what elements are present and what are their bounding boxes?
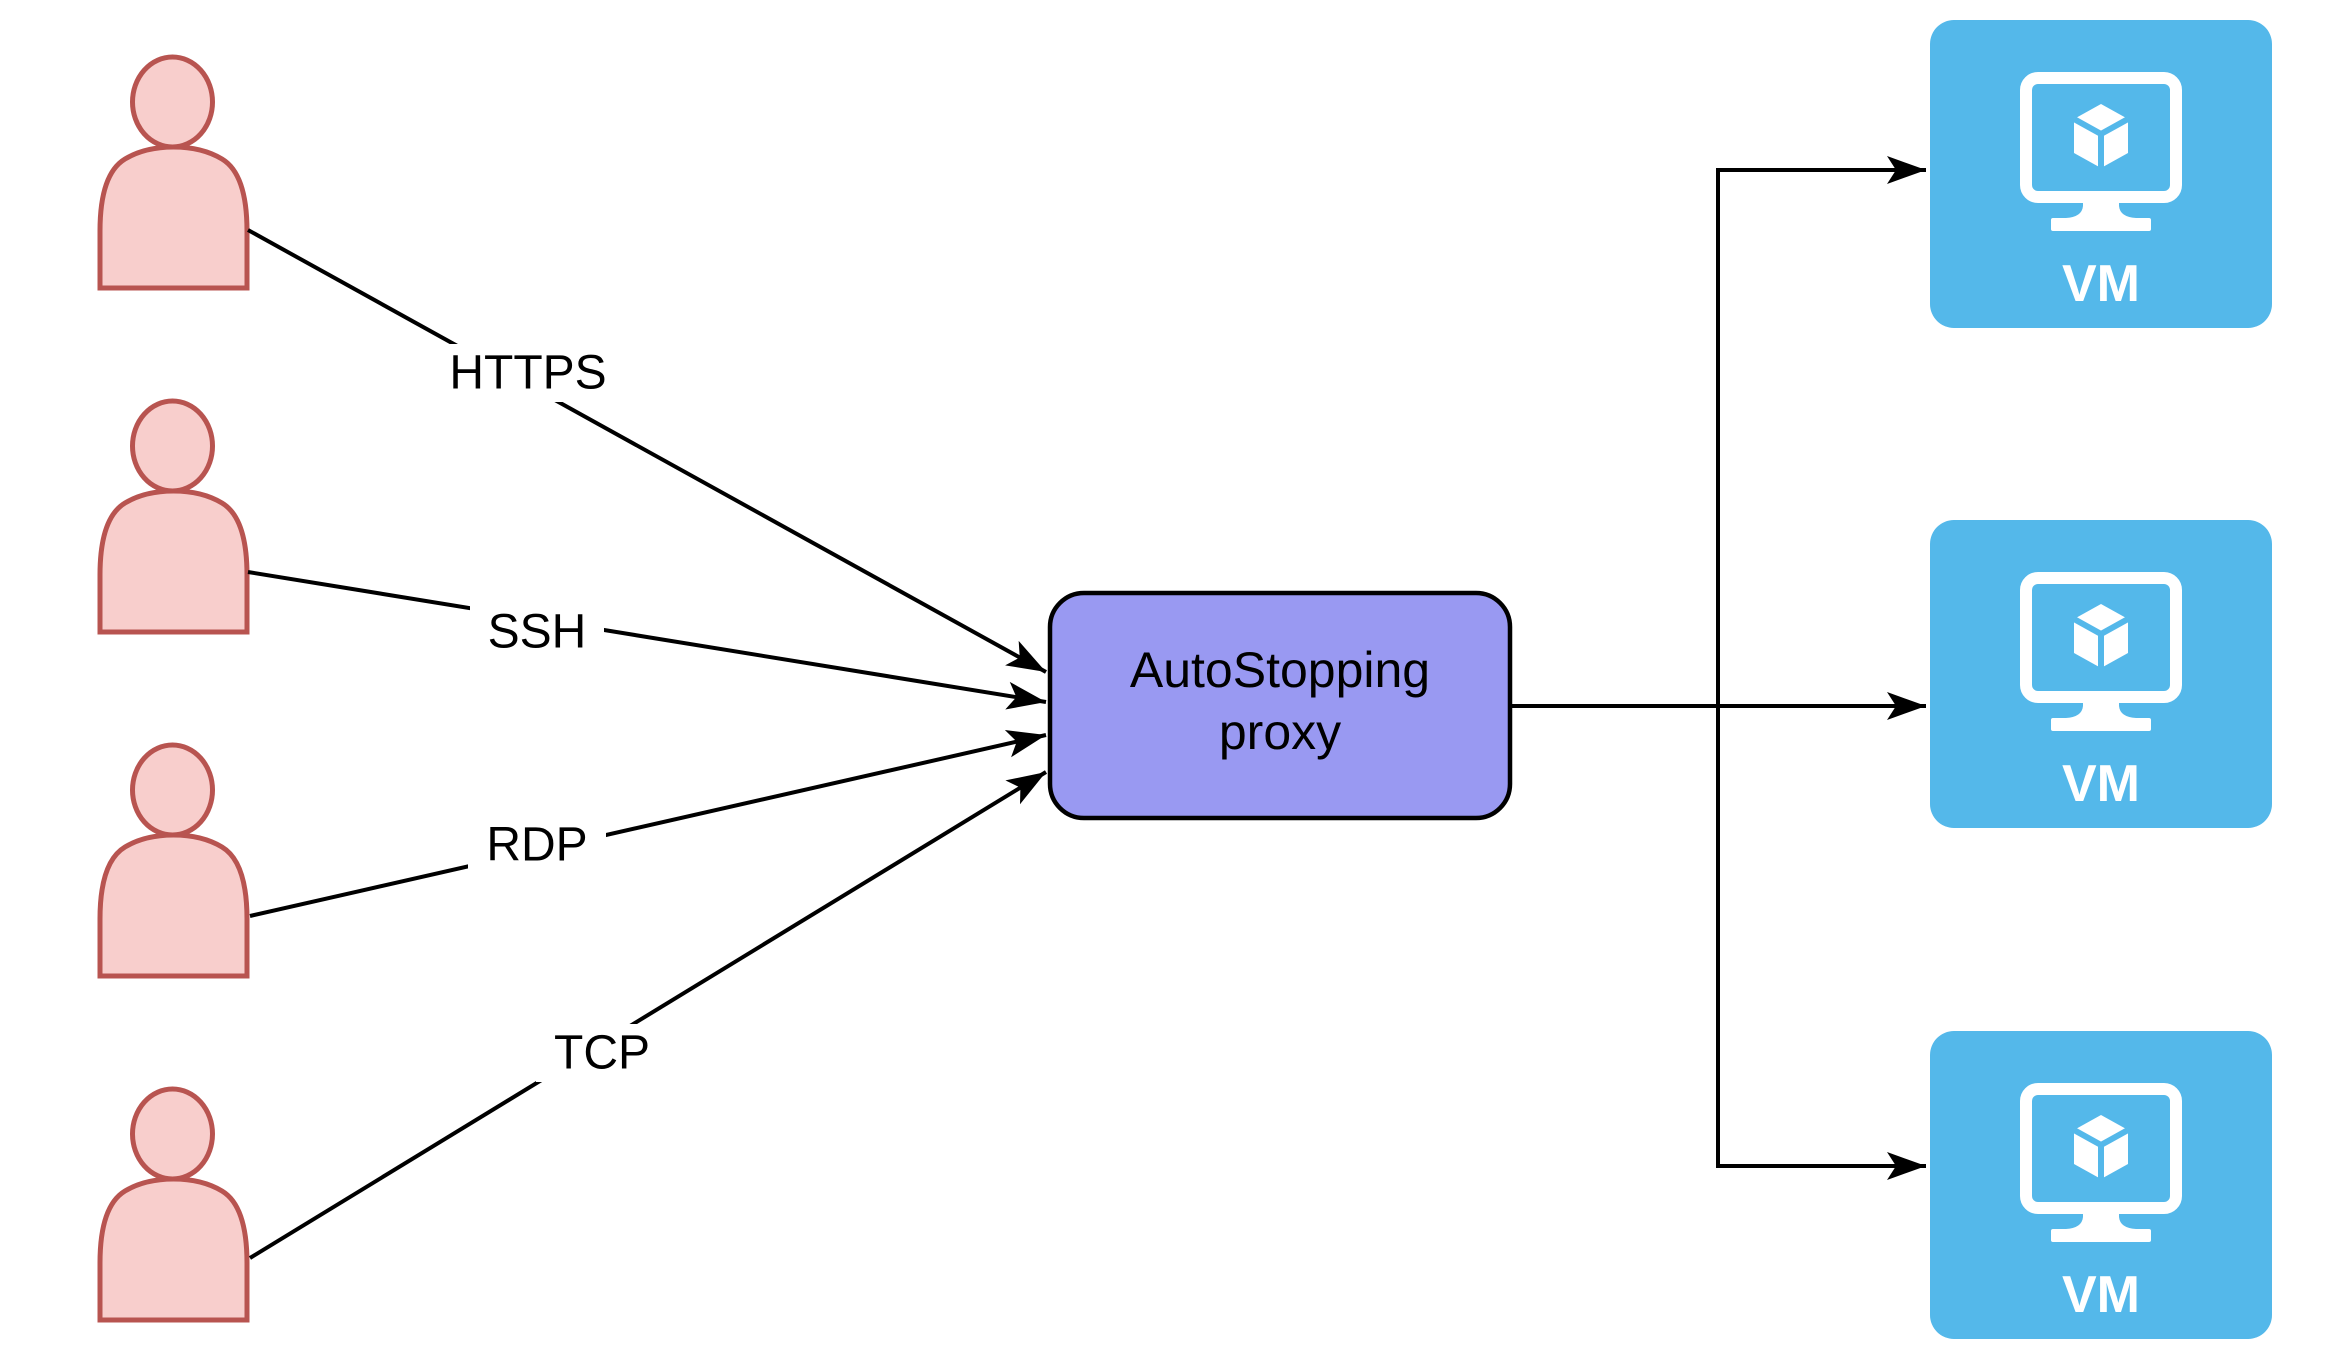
monitor-base bbox=[2051, 1229, 2151, 1242]
user-icon-2 bbox=[97, 398, 250, 635]
tcp-label: TCP bbox=[554, 1027, 650, 1080]
monitor-base bbox=[2051, 718, 2151, 731]
vm-label: VM bbox=[2062, 1266, 2140, 1324]
cube-edges bbox=[2072, 616, 2130, 668]
user-icon-4 bbox=[97, 1086, 250, 1323]
https-label: HTTPS bbox=[449, 347, 606, 400]
person-body bbox=[97, 832, 250, 979]
monitor-base bbox=[2051, 218, 2151, 231]
vm-node-3: VM bbox=[1930, 1031, 2272, 1339]
cube-edges bbox=[2072, 1127, 2130, 1179]
user-icon-1 bbox=[97, 54, 250, 291]
tcp-edge bbox=[248, 770, 1048, 1260]
person-head bbox=[130, 398, 215, 494]
virtual-machine-monitor-cube-icon bbox=[2020, 1083, 2182, 1242]
proxy-label-line1: AutoStopping bbox=[1130, 642, 1430, 698]
ssh-label-bg bbox=[470, 604, 604, 660]
virtual-machine-monitor-cube-icon bbox=[2020, 572, 2182, 731]
autostopping-proxy-node: AutoStopping proxy bbox=[1047, 590, 1513, 821]
vm-label: VM bbox=[2062, 755, 2140, 813]
monitor-stand bbox=[2066, 697, 2136, 718]
vm-label: VM bbox=[2062, 255, 2140, 313]
monitor-stand bbox=[2066, 197, 2136, 218]
proxy-label-line2: proxy bbox=[1219, 704, 1341, 760]
tcp-label-bg bbox=[536, 1024, 668, 1082]
person-body bbox=[97, 144, 250, 291]
monitor-stand bbox=[2066, 1208, 2136, 1229]
ssh-edge bbox=[247, 570, 1047, 710]
vm-node-1: VM bbox=[1930, 20, 2272, 328]
person-head bbox=[130, 54, 215, 150]
rdp-label: RDP bbox=[486, 819, 587, 872]
person-body bbox=[97, 488, 250, 635]
https-edge bbox=[247, 228, 1047, 674]
cube-edges bbox=[2072, 116, 2130, 168]
user-icon-3 bbox=[97, 742, 250, 979]
person-body bbox=[97, 1176, 250, 1323]
virtual-machine-monitor-cube-icon bbox=[2020, 72, 2182, 231]
ssh-label: SSH bbox=[488, 606, 587, 659]
rdp-edge bbox=[249, 729, 1047, 918]
person-head bbox=[130, 1086, 215, 1182]
rdp-label-bg bbox=[468, 816, 606, 874]
vm-node-2: VM bbox=[1930, 520, 2272, 828]
https-label-bg bbox=[424, 344, 632, 402]
person-head bbox=[130, 742, 215, 838]
